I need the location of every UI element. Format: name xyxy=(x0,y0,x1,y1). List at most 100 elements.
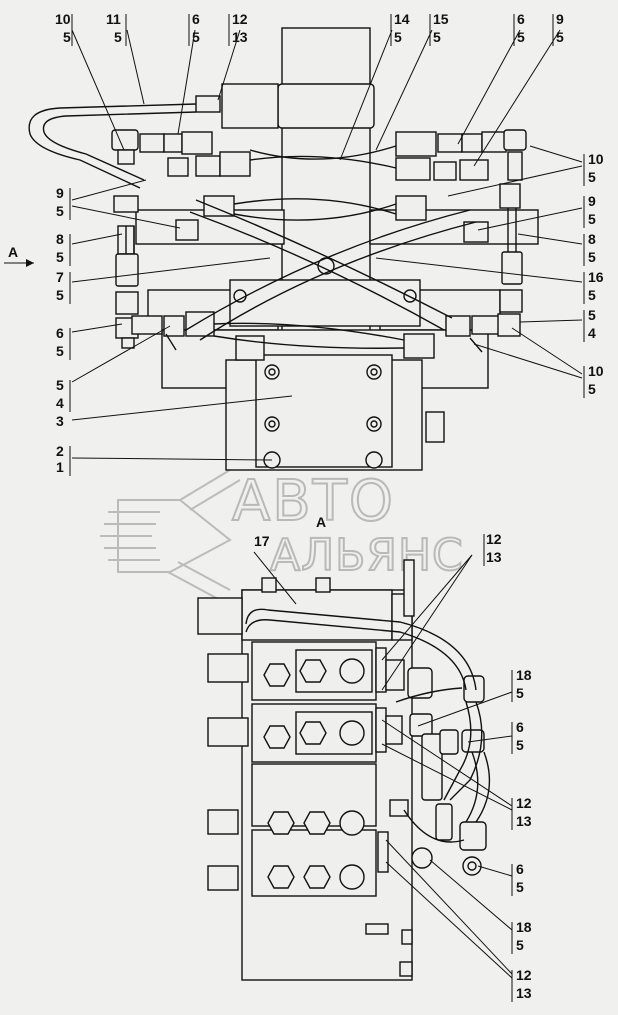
callout-den: 5 xyxy=(516,879,524,895)
callout-den: 5 xyxy=(516,937,524,953)
view-arrow: A xyxy=(4,244,34,267)
callout-den: 5 xyxy=(56,287,64,303)
callout-den: 13 xyxy=(516,813,532,829)
callout-num: 14 xyxy=(394,11,410,27)
callout-left-4: 6 5 xyxy=(56,325,71,360)
callout-top-2: 11 5 xyxy=(106,11,127,46)
callout-right-3: 8 5 xyxy=(583,231,596,266)
leader-lines xyxy=(71,29,583,979)
callout-num: 6 xyxy=(516,861,524,877)
callout-top-8: 9 5 xyxy=(552,11,564,46)
callout-num: 12 xyxy=(486,531,502,547)
callout-den: 13 xyxy=(516,985,532,1001)
callout-right-1: 10 5 xyxy=(583,151,604,186)
callout-num: 12 xyxy=(516,795,532,811)
right-fittings xyxy=(395,129,527,359)
watermark-logo-icon xyxy=(100,469,241,601)
callout-bottom-5: 6 5 xyxy=(511,861,524,896)
bolt-heads xyxy=(263,364,383,469)
callout-num: 6 xyxy=(192,11,200,27)
callout-den: 5 xyxy=(56,249,64,265)
callout-num: 15 xyxy=(433,11,449,27)
hoses-bottom xyxy=(245,608,491,843)
callout-num: 2 xyxy=(56,443,64,459)
callout-den: 5 xyxy=(63,29,71,45)
callout-right-4: 16 5 xyxy=(583,269,604,304)
callout-top-6: 15 5 xyxy=(429,11,449,46)
callout-den: 13 xyxy=(232,29,248,45)
callout-right-2: 9 5 xyxy=(583,193,596,228)
callout-num: 3 xyxy=(56,413,64,429)
callout-den: 5 xyxy=(588,169,596,185)
hoses-top xyxy=(28,103,517,353)
callout-top-4: 12 13 xyxy=(228,11,248,46)
callout-left-3-single: 3 xyxy=(56,413,64,429)
callout-bottom-6: 18 5 xyxy=(511,919,532,954)
callout-num: 6 xyxy=(516,719,524,735)
callout-num: 18 xyxy=(516,667,532,683)
callout-den: 5 xyxy=(56,203,64,219)
callout-den: 5 xyxy=(588,287,596,303)
callout-den: 5 xyxy=(556,29,564,45)
callout-num: 10 xyxy=(55,11,71,27)
callout-left-3: 7 5 xyxy=(56,269,71,304)
callout-den: 5 xyxy=(588,211,596,227)
callout-den: 5 xyxy=(56,343,64,359)
callout-right-6: 10 5 xyxy=(583,363,604,398)
callout-num: 18 xyxy=(516,919,532,935)
callout-den: 5 xyxy=(588,249,596,265)
callout-den: 5 xyxy=(516,737,524,753)
callout-den: 5 xyxy=(516,685,524,701)
callout-top-7: 6 5 xyxy=(513,11,525,46)
callout-den: 5 xyxy=(192,29,200,45)
watermark-line1: АВТО xyxy=(232,469,395,534)
callout-bottom-2: 18 5 xyxy=(511,667,532,702)
callout-left-6: 2 1 xyxy=(56,443,71,476)
callout-left-5: 5 4 xyxy=(56,377,71,412)
callout-bottom-4: 12 13 xyxy=(511,795,532,830)
callout-num: 5 xyxy=(56,377,64,393)
callout-left-2: 8 5 xyxy=(56,231,71,266)
callout-top-3: 6 5 xyxy=(188,11,200,46)
callout-17: 17 xyxy=(254,533,270,549)
callout-num: 10 xyxy=(588,363,604,379)
callout-num: 7 xyxy=(56,269,64,285)
callout-left-1: 9 5 xyxy=(56,185,71,220)
right-plate xyxy=(369,209,539,245)
left-fittings xyxy=(111,95,265,361)
callout-num: 17 xyxy=(254,533,270,549)
callout-num: 12 xyxy=(516,967,532,983)
callout-num: 6 xyxy=(517,11,525,27)
callout-num: 9 xyxy=(56,185,64,201)
callout-num: 8 xyxy=(588,231,596,247)
section-ports xyxy=(263,649,373,890)
callout-top-5: 14 5 xyxy=(390,11,410,46)
callout-den: 5 xyxy=(114,29,122,45)
callout-num: 8 xyxy=(56,231,64,247)
callout-den: 5 xyxy=(517,29,525,45)
callout-den: 5 xyxy=(394,29,402,45)
callout-top-1: 10 5 xyxy=(55,11,73,46)
callout-bottom-7: 12 13 xyxy=(511,967,532,1002)
top-assembly xyxy=(28,27,539,471)
callout-num: 9 xyxy=(556,11,564,27)
callout-num: 5 xyxy=(588,307,596,323)
watermark-line2: АЛЬЯНС xyxy=(270,530,464,581)
callout-right-5: 5 4 xyxy=(583,307,596,342)
callout-den: 5 xyxy=(588,381,596,397)
section-a-label: A xyxy=(316,514,326,530)
callout-num: 6 xyxy=(56,325,64,341)
callout-num: 12 xyxy=(232,11,248,27)
callout-den: 4 xyxy=(588,325,596,341)
callout-den: 1 xyxy=(56,459,64,475)
callout-den: 4 xyxy=(56,395,64,411)
callout-num: 9 xyxy=(588,193,596,209)
callout-bottom-3: 6 5 xyxy=(511,719,524,754)
bottom-assembly xyxy=(197,559,491,981)
callout-den: 5 xyxy=(433,29,441,45)
bottom-fittings xyxy=(375,647,487,876)
callout-num: 16 xyxy=(588,269,604,285)
callout-num: 11 xyxy=(106,11,121,27)
callout-den: 13 xyxy=(486,549,502,565)
